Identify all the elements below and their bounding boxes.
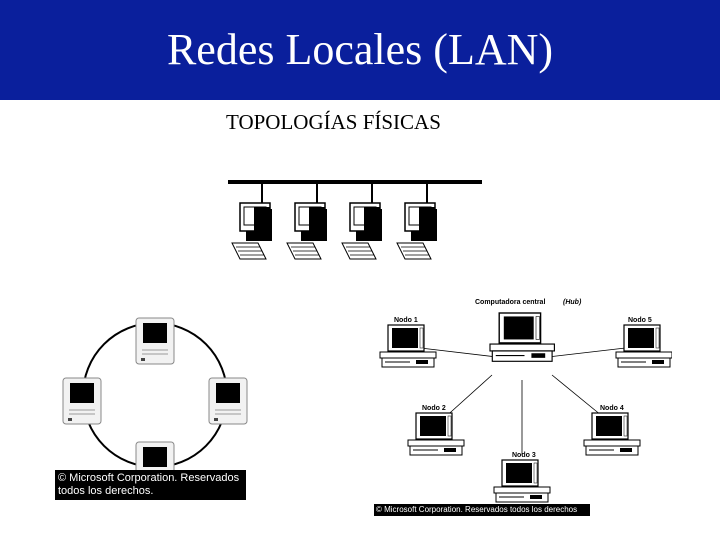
bus-computer bbox=[286, 202, 328, 260]
ring-copyright: © Microsoft Corporation. Reservados todo… bbox=[55, 470, 246, 500]
ring-computer bbox=[62, 377, 102, 425]
bus-computer bbox=[231, 202, 273, 260]
node-label-5: Nodo 5 bbox=[628, 317, 652, 324]
node-label-2: Nodo 2 bbox=[422, 405, 446, 412]
slide-subtitle: TOPOLOGÍAS FÍSICAS bbox=[226, 110, 441, 134]
node-computer-4 bbox=[583, 412, 641, 456]
star-topology-diagram: Computadora central (Hub) Nodo 1 Nodo 2 … bbox=[379, 299, 672, 503]
star-copyright: © Microsoft Corporation. Reservados todo… bbox=[374, 504, 590, 516]
node-label-3: Nodo 3 bbox=[512, 452, 536, 459]
title-bar: Redes Locales (LAN) bbox=[0, 0, 720, 100]
node-computer-1 bbox=[379, 324, 437, 368]
node-computer-3 bbox=[493, 459, 551, 503]
ring-topology-diagram bbox=[62, 317, 248, 475]
node-label-1: Nodo 1 bbox=[394, 317, 418, 324]
slide-title: Redes Locales (LAN) bbox=[166, 25, 554, 74]
node-computer-5 bbox=[615, 324, 672, 368]
hub-label: Computadora central bbox=[475, 299, 545, 306]
bus-topology-diagram bbox=[228, 180, 482, 260]
ring-computer bbox=[208, 377, 248, 425]
bus-computer bbox=[341, 202, 383, 260]
ring-computer bbox=[135, 317, 175, 365]
hub-label-italic: (Hub) bbox=[563, 299, 582, 306]
bus-computer bbox=[396, 202, 438, 260]
node-computer-2 bbox=[407, 412, 465, 456]
node-label-4: Nodo 4 bbox=[600, 405, 624, 412]
hub-computer bbox=[489, 312, 556, 362]
